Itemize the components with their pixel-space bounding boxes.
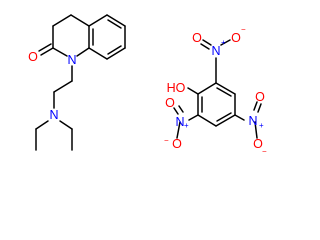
- double-bond-inner: [107, 19, 122, 29]
- charge-plus: +: [184, 121, 189, 130]
- atom-label-oxygen: O: [255, 90, 265, 104]
- bond: [59, 120, 73, 130]
- bond: [88, 47, 108, 60]
- atom-label-nitrogen: N: [211, 44, 220, 58]
- double-bond-inner: [257, 103, 262, 113]
- bond: [176, 121, 181, 139]
- charge-minus: −: [262, 147, 267, 156]
- atom-label-oxygen: O: [172, 137, 182, 151]
- double-bond-inner: [107, 45, 122, 55]
- atom-label-nitrogen: N: [67, 53, 76, 67]
- charge-minus: −: [241, 25, 246, 34]
- picric-acid-molecule: HO N + O O − N + O O − N + O O −: [164, 25, 267, 156]
- dihydroquinolinone-molecule: O N N: [28, 14, 126, 151]
- bond: [215, 114, 236, 127]
- bond: [197, 114, 217, 127]
- atom-label-nitrogen: N: [175, 115, 184, 129]
- bond: [173, 107, 179, 115]
- double-bond-inner: [178, 105, 184, 113]
- atom-label-oxygen: O: [192, 31, 202, 45]
- bond: [187, 87, 199, 95]
- atom-label-oxygen: O: [231, 31, 241, 45]
- bond: [197, 82, 217, 95]
- chemical-structures-canvas: O N N HO N + O: [28, 14, 267, 156]
- bond: [188, 114, 199, 121]
- bond: [106, 14, 126, 27]
- bond: [52, 47, 68, 57]
- atom-label-oxygen: O: [28, 50, 38, 64]
- bond: [202, 39, 212, 46]
- charge-plus: +: [259, 121, 264, 130]
- atom-label-nitrogen: N: [248, 114, 257, 128]
- bond: [70, 14, 90, 27]
- bond: [53, 80, 73, 93]
- bond: [76, 47, 90, 57]
- double-bond-inner: [216, 112, 232, 122]
- bond: [52, 14, 72, 27]
- double-bond-inner: [200, 43, 210, 50]
- double-bond-inner: [38, 43, 52, 52]
- bond: [215, 82, 236, 95]
- atom-label-nitrogen: N: [49, 108, 58, 122]
- charge-plus: +: [221, 38, 226, 47]
- atom-label-oxygen: O: [253, 137, 263, 151]
- bond: [106, 47, 126, 60]
- double-bond-inner: [216, 87, 232, 97]
- bond: [253, 101, 258, 111]
- hydroxyl-label: HO: [167, 81, 186, 95]
- bond: [234, 114, 245, 121]
- bond: [35, 120, 49, 130]
- bond: [88, 14, 108, 27]
- bond: [254, 121, 258, 139]
- bond: [220, 39, 231, 46]
- charge-minus: −: [164, 136, 169, 145]
- atom-label-oxygen: O: [165, 96, 175, 110]
- bond: [40, 47, 54, 56]
